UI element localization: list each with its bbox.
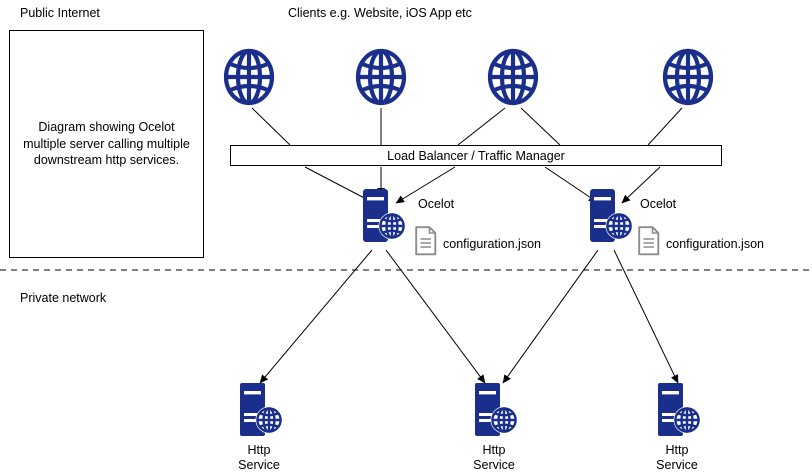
http-service-label-1-line1: Http [247, 443, 271, 457]
config-label-1: configuration.json [443, 237, 541, 251]
http-service-label-3: Http Service [632, 443, 722, 473]
http-service-node-1[interactable] [238, 382, 288, 438]
server-globe-icon [475, 383, 518, 436]
globe-icon [487, 48, 539, 106]
description-box: Diagram showing Ocelot multiple server c… [9, 30, 204, 258]
config-doc-node-2[interactable] [637, 226, 661, 256]
server-globe-icon [240, 383, 283, 436]
zone-label-public-internet: Public Internet [20, 6, 100, 20]
server-globe-icon [590, 189, 633, 242]
http-service-label-2: Http Service [449, 443, 539, 473]
globe-icon [662, 48, 714, 106]
globe-icon [355, 48, 407, 106]
ocelot-label-2: Ocelot [640, 197, 677, 211]
http-service-label-1-line2: Service [238, 458, 280, 472]
clients-label: Clients e.g. Website, iOS App etc [288, 6, 472, 20]
http-service-label-1: Http Service [214, 443, 304, 473]
http-service-label-2-line1: Http [482, 443, 506, 457]
server-globe-icon [363, 189, 406, 242]
http-service-node-2[interactable] [473, 382, 523, 438]
ocelot-node-1[interactable] [361, 188, 411, 244]
ocelot-label-1: Ocelot [418, 197, 455, 211]
zone-label-private-network: Private network [20, 291, 107, 305]
description-text: Diagram showing Ocelot multiple server c… [23, 119, 190, 168]
document-icon [415, 226, 437, 256]
load-balancer-box[interactable]: Load Balancer / Traffic Manager [230, 145, 722, 166]
server-globe-icon [658, 383, 701, 436]
config-label-2: configuration.json [666, 237, 764, 251]
globe-icon [223, 48, 275, 106]
client-node-1[interactable] [223, 48, 275, 106]
http-service-label-3-line2: Service [656, 458, 698, 472]
ocelot-node-2[interactable] [588, 188, 638, 244]
http-service-label-3-line1: Http [665, 443, 689, 457]
config-doc-node-1[interactable] [414, 226, 438, 256]
http-service-node-3[interactable] [656, 382, 706, 438]
document-icon [638, 226, 660, 256]
client-node-4[interactable] [662, 48, 714, 106]
client-node-3[interactable] [487, 48, 539, 106]
load-balancer-label: Load Balancer / Traffic Manager [387, 148, 565, 163]
client-node-2[interactable] [355, 48, 407, 106]
http-service-label-2-line2: Service [473, 458, 515, 472]
